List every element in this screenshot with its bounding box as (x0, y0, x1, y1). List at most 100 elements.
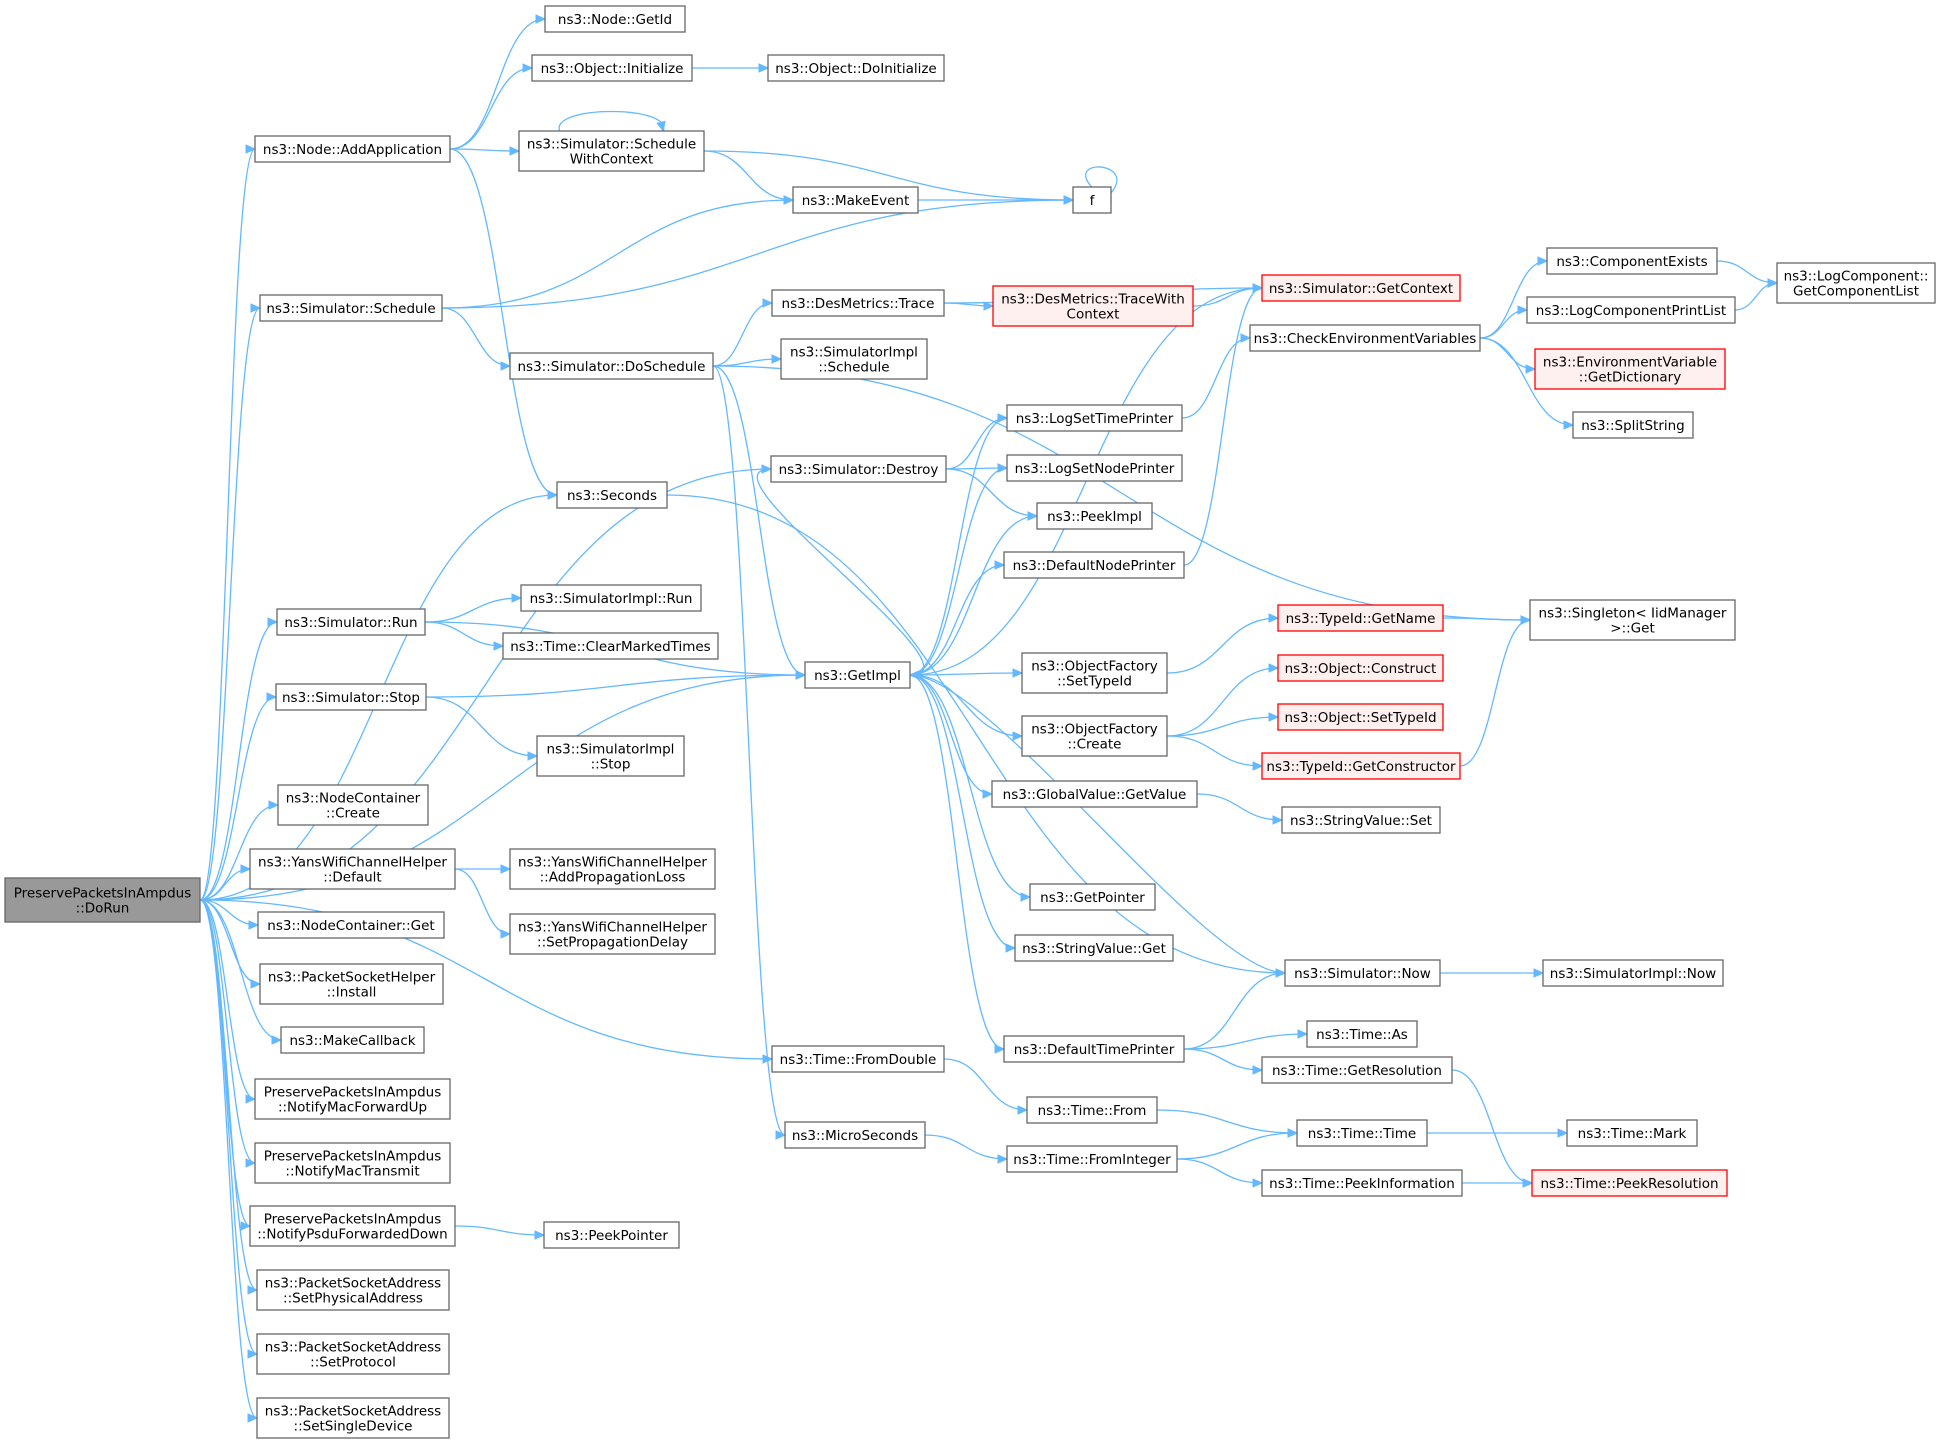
node-box (502, 632, 719, 660)
node-setproto[interactable]: ns3::PacketSocketAddress::SetProtocol (256, 1333, 450, 1375)
node-label: ::SetSingleDevice (294, 1419, 413, 1435)
node-timefrom[interactable]: ns3::Time::From (1026, 1096, 1158, 1124)
node-getimpl[interactable]: ns3::GetImpl (804, 661, 911, 689)
node-ofcreate[interactable]: ns3::ObjectFactory::Create (1021, 715, 1168, 757)
node-addapp[interactable]: ns3::Node::AddApplication (254, 135, 451, 163)
node-notifyfwdup[interactable]: PreservePacketsInAmpdus::NotifyMacForwar… (254, 1078, 451, 1120)
node-ofsettypeid[interactable]: ns3::ObjectFactory::SetTypeId (1021, 652, 1168, 694)
node-simimplsched[interactable]: ns3::SimulatorImpl::Schedule (780, 338, 928, 380)
node-singleton[interactable]: ns3::Singleton< IidManager >::Get (1529, 599, 1736, 641)
node-box (518, 130, 705, 172)
edge-root-setphys (199, 899, 259, 1295)
node-timetime[interactable]: ns3::Time::Time (1296, 1119, 1428, 1147)
node-gvgetvalue[interactable]: ns3::GlobalValue::GetValue (991, 780, 1198, 808)
edge-addapp-init (449, 63, 534, 150)
node-seconds[interactable]: ns3::Seconds (556, 481, 668, 509)
node-nccreate[interactable]: ns3::NodeContainer::Create (277, 784, 429, 826)
edge-deftimeprinter-simnow (1183, 968, 1287, 1050)
node-objconstruct[interactable]: ns3::Object::Construct (1277, 654, 1444, 682)
node-label: ns3::Time::From (1038, 1103, 1147, 1119)
edge-root-addapp (199, 144, 257, 901)
node-peekres[interactable]: ns3::Time::PeekResolution (1531, 1169, 1728, 1197)
node-peekpointer[interactable]: ns3::PeekPointer (543, 1221, 680, 1249)
node-compexists[interactable]: ns3::ComponentExists (1546, 247, 1718, 275)
node-microseconds[interactable]: ns3::MicroSeconds (784, 1121, 926, 1149)
node-getconstructor[interactable]: ns3::TypeId::GetConstructor (1261, 752, 1461, 780)
node-box (1572, 411, 1694, 439)
node-setphys[interactable]: ns3::PacketSocketAddress::SetPhysicalAdd… (256, 1269, 450, 1311)
node-fromdouble[interactable]: ns3::Time::FromDouble (771, 1045, 945, 1073)
node-init[interactable]: ns3::Object::Initialize (531, 54, 693, 82)
node-label: ns3::Singleton< IidManager (1539, 606, 1727, 622)
node-label: ns3::Object::Initialize (541, 61, 684, 77)
node-setsingle[interactable]: ns3::PacketSocketAddress::SetSingleDevic… (256, 1397, 450, 1439)
node-notifytransmit[interactable]: PreservePacketsInAmpdus::NotifyMacTransm… (254, 1142, 451, 1184)
node-run[interactable]: ns3::Simulator::Run (276, 608, 426, 636)
node-trace[interactable]: ns3::DesMetrics::Trace (771, 289, 945, 317)
node-label: ::SetPhysicalAddress (283, 1291, 423, 1307)
node-svset[interactable]: ns3::StringValue::Set (1281, 806, 1441, 834)
node-frominteger[interactable]: ns3::Time::FromInteger (1006, 1145, 1178, 1173)
node-simimplrun[interactable]: ns3::SimulatorImpl::Run (520, 584, 702, 612)
node-label: ns3::SimulatorImpl::Now (1550, 966, 1716, 982)
node-setpropdelay[interactable]: ns3::YansWifiChannelHelper::SetPropagati… (509, 913, 716, 955)
node-addproploss[interactable]: ns3::YansWifiChannelHelper::AddPropagati… (509, 848, 716, 890)
node-doinit[interactable]: ns3::Object::DoInitialize (767, 54, 945, 82)
node-label: ns3::LogComponentPrintList (1536, 303, 1726, 319)
node-label: ns3::EnvironmentVariable (1543, 355, 1717, 371)
node-getpointer[interactable]: ns3::GetPointer (1029, 883, 1156, 911)
node-schedule[interactable]: ns3::Simulator::Schedule (259, 294, 443, 322)
node-destroy[interactable]: ns3::Simulator::Destroy (770, 455, 947, 483)
node-simimplnow[interactable]: ns3::SimulatorImpl::Now (1542, 959, 1724, 987)
edge-root-setsingle (199, 899, 259, 1423)
node-defnodeprinter[interactable]: ns3::DefaultNodePrinter (1003, 551, 1185, 579)
node-simnow[interactable]: ns3::Simulator::Now (1284, 959, 1441, 987)
node-makecallback[interactable]: ns3::MakeCallback (280, 1026, 425, 1054)
node-timemark[interactable]: ns3::Time::Mark (1566, 1119, 1698, 1147)
edge-line (712, 365, 786, 1136)
node-getresolution[interactable]: ns3::Time::GetResolution (1261, 1056, 1453, 1084)
node-objsettypeid[interactable]: ns3::Object::SetTypeId (1277, 703, 1444, 731)
node-getid[interactable]: ns3::Node::GetId (544, 5, 686, 33)
node-getcomplist[interactable]: ns3::LogComponent::GetComponentList (1776, 262, 1936, 304)
node-doschedule[interactable]: ns3::Simulator::DoSchedule (509, 352, 714, 380)
node-getcontext[interactable]: ns3::Simulator::GetContext (1261, 274, 1461, 302)
node-peekinfo[interactable]: ns3::Time::PeekInformation (1261, 1169, 1463, 1197)
node-logsetnode[interactable]: ns3::LogSetNodePrinter (1006, 454, 1183, 482)
node-deftimeprinter[interactable]: ns3::DefaultTimePrinter (1003, 1035, 1185, 1063)
node-box (257, 911, 445, 939)
node-notifypsdu[interactable]: PreservePacketsInAmpdus::NotifyPsduForwa… (249, 1205, 456, 1247)
node-yansdefault[interactable]: ns3::YansWifiChannelHelper::Default (249, 848, 456, 890)
node-simimplstop[interactable]: ns3::SimulatorImpl::Stop (536, 735, 685, 777)
node-makeevent[interactable]: ns3::MakeEvent (792, 186, 919, 214)
node-label: ns3::TypeId::GetName (1286, 611, 1436, 627)
node-f[interactable]: f (1072, 186, 1112, 214)
edge-ofcreate-objconstruct (1166, 663, 1280, 737)
node-typeidgetname[interactable]: ns3::TypeId::GetName (1277, 604, 1444, 632)
edge-addapp-seconds (449, 148, 559, 500)
node-clearmarked[interactable]: ns3::Time::ClearMarkedTimes (502, 632, 719, 660)
edge-arrowhead (1297, 1029, 1309, 1039)
node-stop[interactable]: ns3::Simulator::Stop (275, 683, 427, 711)
node-splitstring[interactable]: ns3::SplitString (1572, 411, 1694, 439)
node-label: ns3::Simulator::Schedule (266, 301, 435, 317)
node-peekimpl[interactable]: ns3::PeekImpl (1036, 502, 1153, 530)
node-checkenv[interactable]: ns3::CheckEnvironmentVariables (1249, 324, 1481, 352)
node-logcompprint[interactable]: ns3::LogComponentPrintList (1526, 296, 1736, 324)
node-label: ns3::Time::PeekInformation (1269, 1176, 1455, 1192)
node-box (1261, 1169, 1463, 1197)
node-psinstall[interactable]: ns3::PacketSocketHelper::Install (259, 963, 444, 1005)
node-envdict[interactable]: ns3::EnvironmentVariable::GetDictionary (1534, 348, 1726, 390)
node-ncget[interactable]: ns3::NodeContainer::Get (257, 911, 445, 939)
node-label: ns3::Simulator::Destroy (779, 462, 939, 478)
edge-root-nccreate (199, 800, 280, 901)
node-box (275, 683, 427, 711)
edge-arrowhead (248, 920, 260, 930)
node-logsettime[interactable]: ns3::LogSetTimePrinter (1006, 404, 1183, 432)
node-root[interactable]: PreservePacketsInAmpdus::DoRun (4, 877, 201, 923)
node-timeas[interactable]: ns3::Time::As (1306, 1020, 1418, 1048)
node-label: ns3::PacketSocketAddress (265, 1276, 441, 1292)
node-svget[interactable]: ns3::StringValue::Get (1014, 934, 1174, 962)
